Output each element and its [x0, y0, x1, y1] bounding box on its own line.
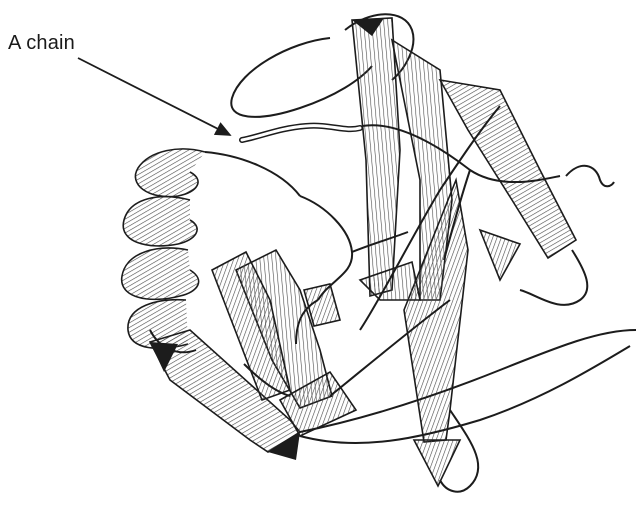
top-loop — [231, 38, 372, 117]
a-chain-label: A chain — [8, 32, 75, 55]
annotation-arrow — [78, 58, 230, 135]
beta-sheet-central — [352, 18, 576, 486]
